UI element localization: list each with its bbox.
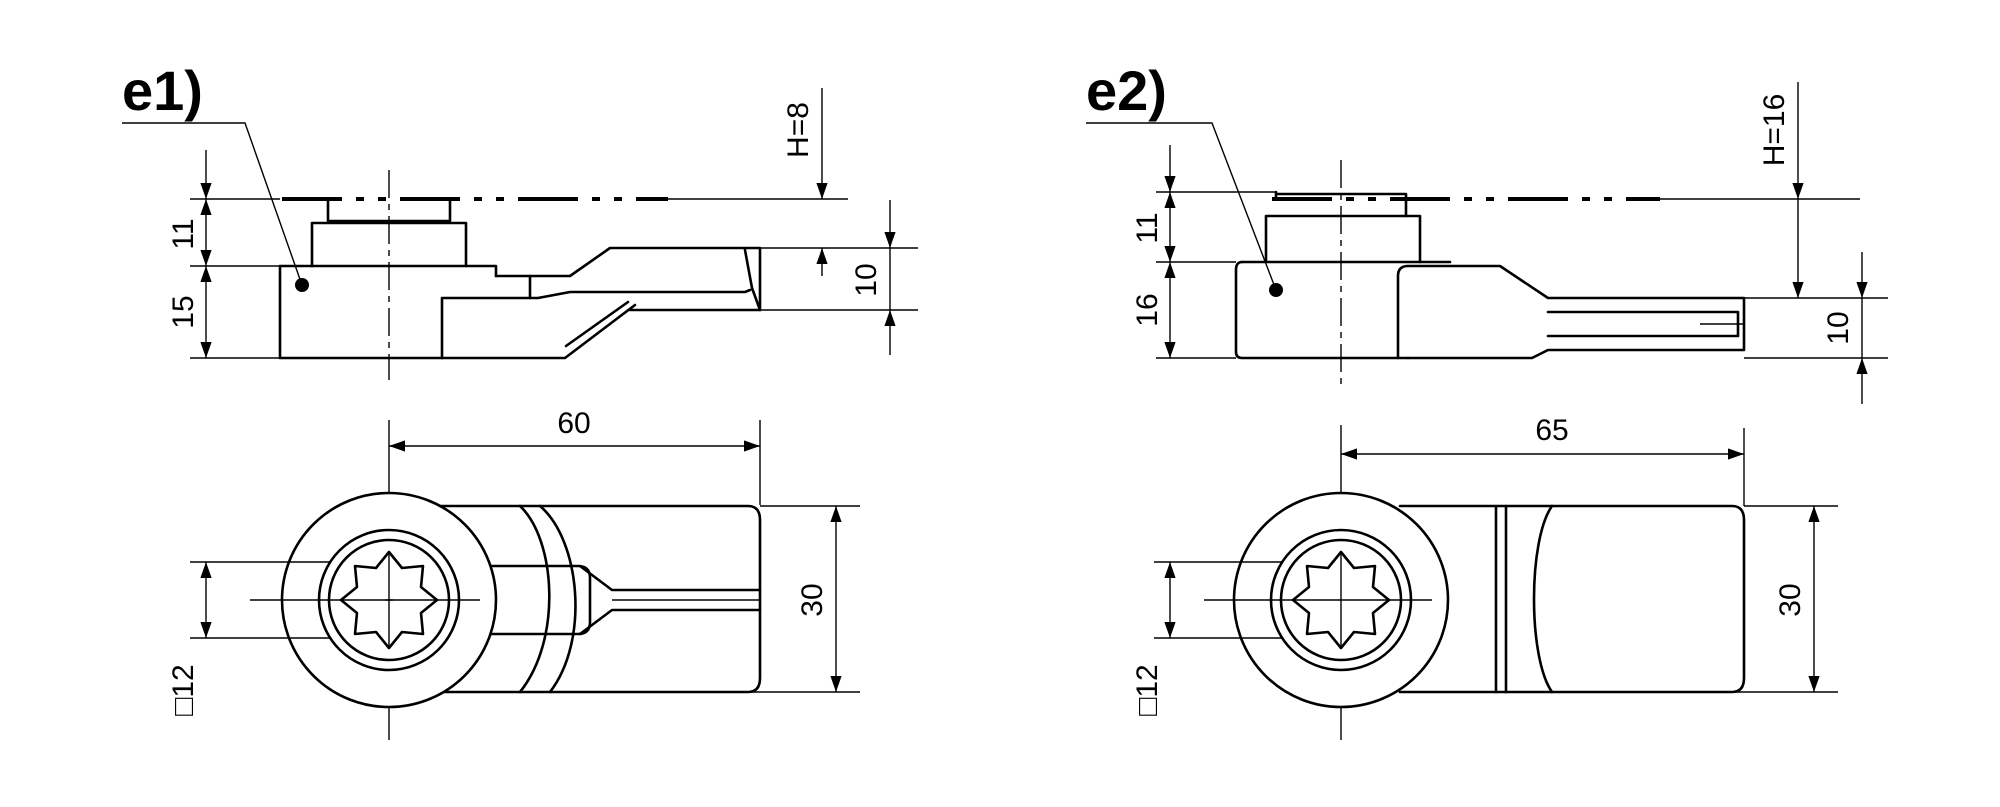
dim-square-e1: □12 xyxy=(167,664,200,716)
dim-right-e2: 10 xyxy=(1822,311,1855,344)
dim-width-e1: 30 xyxy=(796,583,829,616)
dim-upper-e1: 11 xyxy=(167,218,200,249)
dim-length-e2: 65 xyxy=(1535,414,1568,447)
dim-h-e2: H=16 xyxy=(1758,94,1791,167)
leader-line-e1 xyxy=(122,122,303,286)
view-label-e1: e1) xyxy=(122,59,203,122)
top-view-e1: 60 □12 xyxy=(167,407,860,740)
top-view-e2: 65 □12 30 xyxy=(1131,414,1838,740)
view-label-e2: e2) xyxy=(1086,59,1167,122)
dim-right-e1: 10 xyxy=(850,263,883,296)
leader-dot-e2 xyxy=(1269,283,1283,297)
view-e2: e2) xyxy=(1086,59,1888,740)
side-view-e1: 11 15 H=8 10 xyxy=(167,88,918,380)
dim-width-e2: 30 xyxy=(1774,583,1807,616)
leader-line-e2 xyxy=(1086,122,1277,291)
dim-square-e2: □12 xyxy=(1131,664,1164,716)
dim-length-e1: 60 xyxy=(557,407,590,440)
side-view-e2: 11 16 H=16 10 xyxy=(1131,82,1888,404)
view-e1: e1) xyxy=(122,59,918,740)
dim-lower-e2: 16 xyxy=(1131,293,1164,326)
dim-upper-e2: 11 xyxy=(1131,212,1164,243)
dim-lower-e1: 15 xyxy=(167,295,200,328)
dim-h-e1: H=8 xyxy=(782,102,815,158)
leader-dot-e1 xyxy=(295,278,309,292)
